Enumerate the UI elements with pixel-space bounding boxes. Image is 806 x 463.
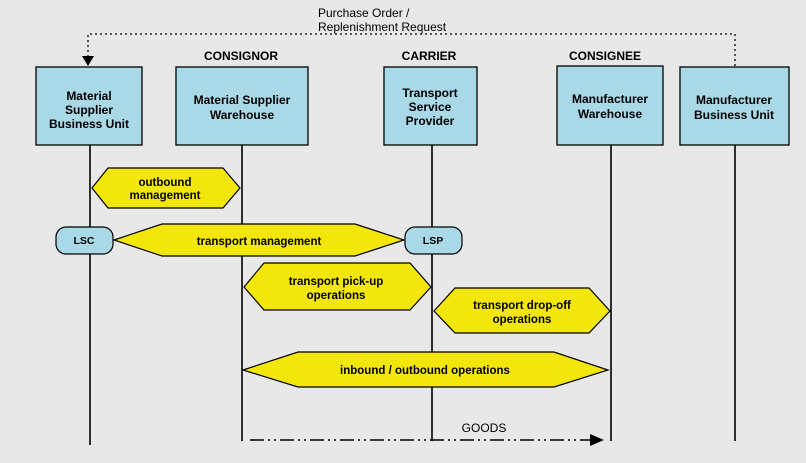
activity-label-line: transport management	[197, 236, 322, 248]
purchase-order-arrow-line	[87, 33, 736, 66]
goods-flow: GOODS	[250, 421, 604, 446]
box-manufacturer-warehouse: Manufacturer Warehouse	[556, 65, 664, 146]
node-lsp: LSP	[404, 226, 463, 255]
goods-arrowhead-icon	[590, 434, 604, 446]
box-label-line: Manufacturer	[696, 93, 772, 107]
activity-label-line: operations	[493, 314, 552, 326]
box-label-line: Transport	[402, 86, 457, 100]
box-manufacturer-business-unit: Manufacturer Business Unit	[679, 66, 790, 146]
box-label-line: Supplier	[65, 103, 113, 117]
activity-label-line: operations	[307, 290, 366, 302]
goods-label: GOODS	[462, 421, 507, 435]
box-label-line: Service	[409, 100, 452, 114]
box-label-line: Manufacturer	[572, 92, 648, 106]
box-label-line: Provider	[406, 114, 455, 128]
activity-label-line: transport drop-off	[473, 300, 571, 312]
box-label-line: Warehouse	[578, 107, 643, 121]
purchase-order-label-line2: Replenishment Request	[318, 20, 447, 34]
box-material-supplier-warehouse: Material Supplier Warehouse	[175, 66, 309, 146]
activity-inbound-outbound-operations: inbound / outbound operations	[241, 351, 610, 388]
box-label-line: Business Unit	[694, 108, 774, 122]
activity-label-line: inbound / outbound operations	[340, 365, 510, 377]
purchase-order-label-line1: Purchase Order /	[318, 6, 410, 20]
box-label-line: Material	[66, 89, 111, 103]
box-label-line: Warehouse	[210, 108, 275, 122]
activity-label-line: outbound	[138, 177, 191, 189]
activity-transport-drop-off-operations: transport drop-off operations	[433, 287, 611, 334]
purchase-order-arrowhead-icon	[82, 56, 94, 66]
role-carrier: CARRIER	[402, 49, 457, 63]
activity-transport-pick-up-operations: transport pick-up operations	[243, 262, 432, 311]
role-consignor: CONSIGNOR	[204, 49, 278, 63]
activity-label-line: management	[130, 190, 201, 202]
activity-transport-management: transport management	[112, 223, 406, 257]
activity-outbound-management: outbound management	[91, 167, 241, 209]
box-label-line: Business Unit	[49, 117, 129, 131]
box-transport-service-provider: Transport Service Provider	[383, 66, 478, 146]
node-label: LSP	[423, 235, 443, 247]
node-label: LSC	[74, 235, 95, 247]
box-label-line: Material Supplier	[194, 93, 291, 107]
role-consignee: CONSIGNEE	[569, 49, 641, 63]
activity-label-line: transport pick-up	[289, 276, 384, 288]
purchase-order-flow: Purchase Order / Replenishment Request	[82, 6, 736, 66]
box-material-supplier-business-unit: Material Supplier Business Unit	[35, 66, 143, 146]
node-lsc: LSC	[55, 226, 114, 255]
